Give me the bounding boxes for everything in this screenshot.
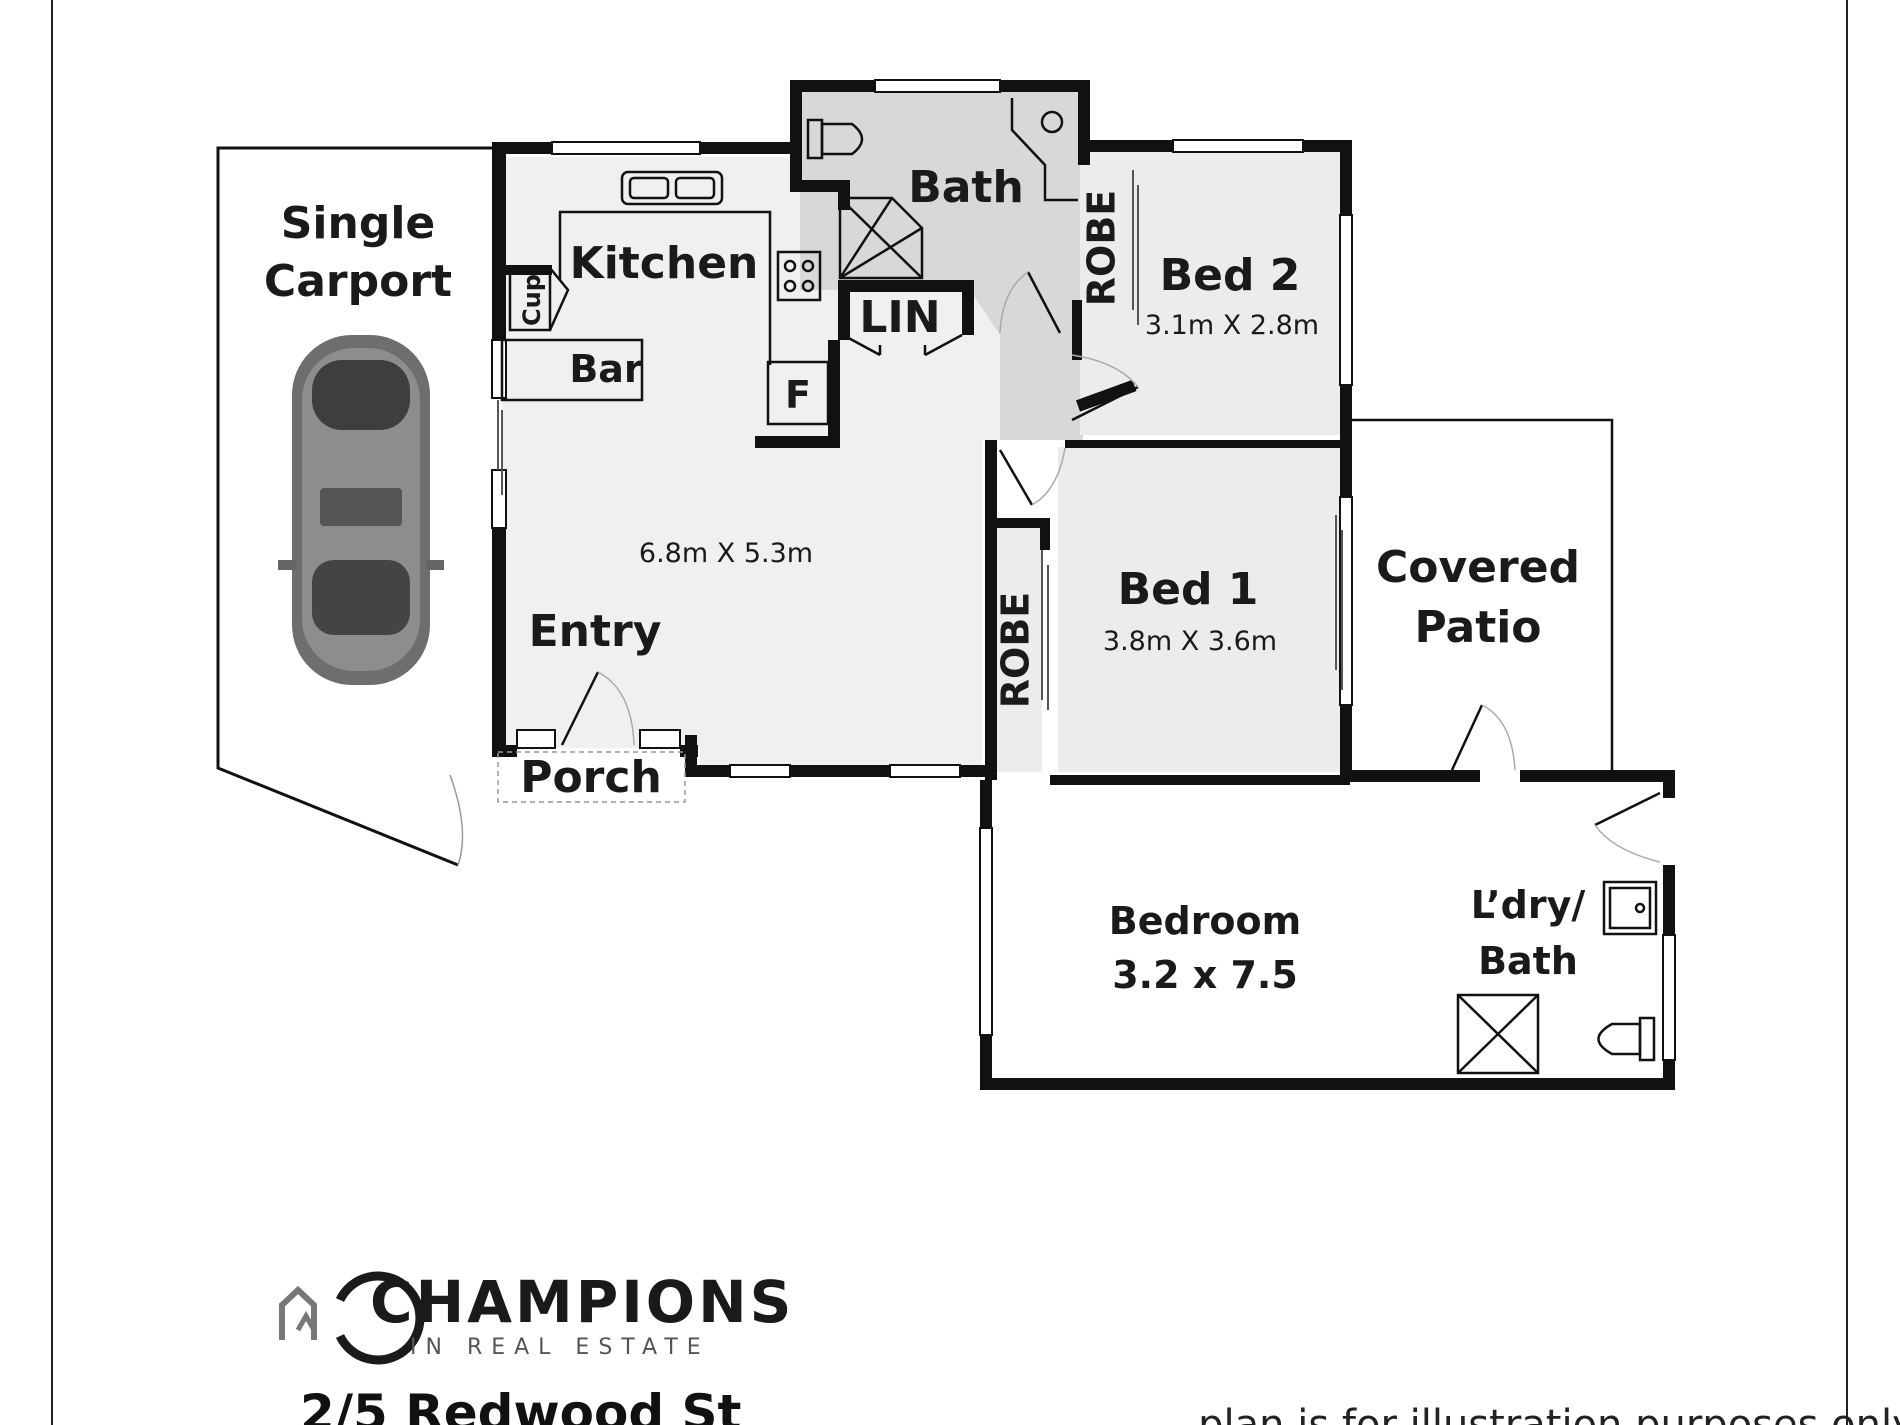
kitchen-label: Kitchen bbox=[570, 238, 759, 289]
patio-label-1: Covered bbox=[1376, 542, 1580, 593]
room-fills bbox=[502, 86, 1345, 772]
porch-label: Porch bbox=[520, 752, 662, 803]
patio-label-2: Patio bbox=[1414, 602, 1541, 653]
toilet-icon-main bbox=[806, 118, 864, 160]
bed1-dims: 3.8m X 3.6m bbox=[1103, 626, 1277, 657]
bar-label: Bar bbox=[569, 347, 643, 391]
basin-icon-main bbox=[1010, 98, 1078, 202]
stove-icon bbox=[776, 250, 822, 302]
patio-outline bbox=[1352, 418, 1614, 770]
shower-icon-annex bbox=[1456, 993, 1540, 1075]
brand-tagline: IN REAL ESTATE bbox=[410, 1335, 710, 1360]
sink-icon bbox=[620, 170, 724, 206]
bedroom-label: Bedroom bbox=[1109, 899, 1302, 943]
brand-mark-icon bbox=[279, 1271, 425, 1365]
carport-label-1: Single bbox=[281, 198, 436, 249]
windows bbox=[491, 79, 1676, 1061]
lin-label: LIN bbox=[859, 292, 940, 343]
fridge-icon bbox=[766, 360, 830, 426]
room-labels: Single Carport Kitchen Cup Bar F Bath LI… bbox=[264, 162, 1585, 997]
sliding-doors bbox=[497, 170, 1343, 710]
laundry-basin-icon bbox=[1602, 880, 1658, 936]
toilet-icon-annex bbox=[1597, 1016, 1656, 1062]
shower-icon-main bbox=[838, 196, 924, 280]
fridge-label: F bbox=[785, 373, 811, 417]
entry-label: Entry bbox=[529, 606, 662, 657]
carport-label-2: Carport bbox=[264, 256, 452, 307]
laundry-label-2: Bath bbox=[1478, 939, 1578, 983]
robe-bed1-label: ROBE bbox=[994, 592, 1038, 709]
fixtures bbox=[500, 98, 1658, 1075]
robe-bed2-label: ROBE bbox=[1080, 190, 1124, 307]
porch-outline bbox=[497, 751, 686, 803]
car-icon bbox=[278, 335, 444, 685]
bed2-label: Bed 2 bbox=[1160, 250, 1301, 301]
door-swings bbox=[560, 271, 1661, 863]
bed2-dims: 3.1m X 2.8m bbox=[1145, 310, 1319, 341]
walls bbox=[492, 80, 1675, 1090]
cupboard-icon bbox=[508, 266, 570, 332]
carport-outline bbox=[216, 146, 493, 867]
living-dims: 6.8m X 5.3m bbox=[639, 538, 813, 569]
property-address: 2/5 Redwood St bbox=[300, 1384, 741, 1425]
laundry-label-1: L’dry/ bbox=[1471, 883, 1586, 927]
bed1-label: Bed 1 bbox=[1118, 564, 1259, 615]
disclaimer-text: ...plan is for illustration purposes onl… bbox=[1160, 1402, 1900, 1425]
bath-label: Bath bbox=[908, 162, 1024, 213]
brand-name: CHAMPIONS bbox=[370, 1268, 794, 1336]
bedroom-dims: 3.2 x 7.5 bbox=[1112, 953, 1298, 997]
brand-logo: CHAMPIONS IN REAL ESTATE bbox=[279, 1268, 794, 1365]
cup-label: Cup bbox=[518, 274, 546, 326]
